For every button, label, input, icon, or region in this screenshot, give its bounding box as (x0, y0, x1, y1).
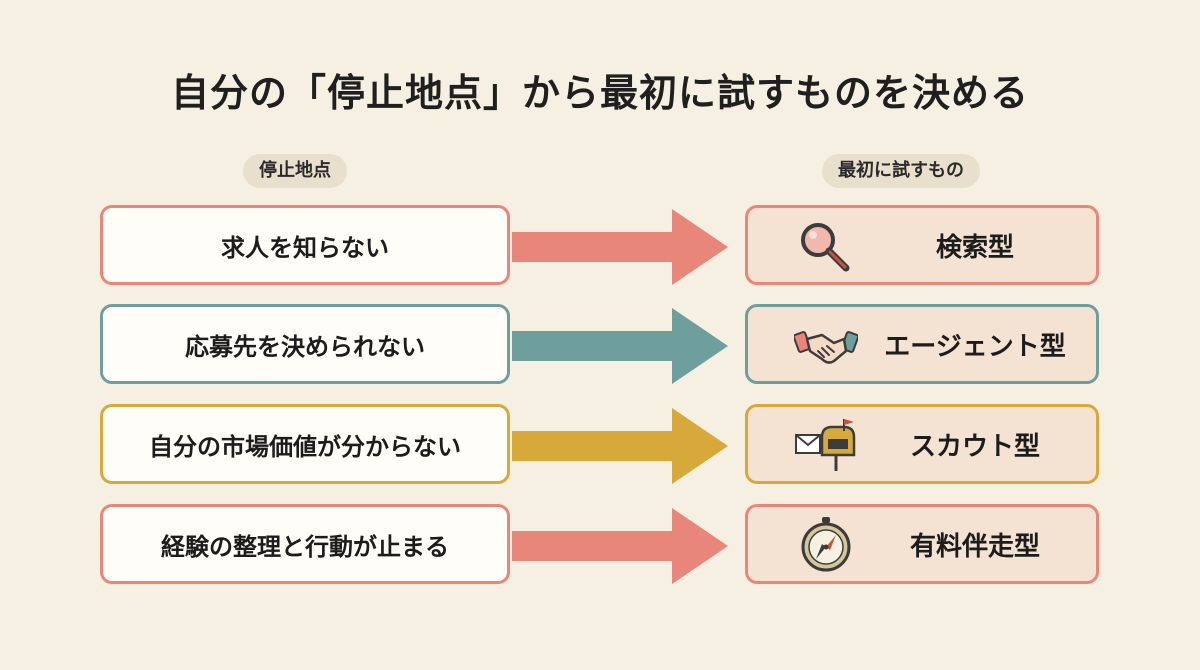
mapping-row: 自分の市場価値が分からない スカウト型 (0, 404, 1200, 488)
page-title: 自分の「停止地点」から最初に試すものを決める (170, 71, 1029, 115)
stop-point-label: 経験の整理と行動が止まる (161, 532, 449, 561)
strategy-type-label: エージェント型 (884, 331, 1066, 362)
strategy-type-label: 有料伴走型 (909, 531, 1040, 562)
strategy-type-box: スカウト型 (745, 404, 1099, 484)
stop-point-box: 経験の整理と行動が止まる (100, 504, 510, 584)
compass-icon (801, 517, 851, 572)
mapping-row: 応募先を決められない エージェント型 (0, 304, 1200, 388)
stop-point-label: 自分の市場価値が分からない (149, 432, 461, 461)
strategy-type-label: スカウト型 (909, 431, 1040, 462)
right-arrow-icon (512, 508, 728, 584)
right-arrow-icon (512, 308, 728, 384)
stop-point-box: 求人を知らない (100, 205, 510, 285)
magnifier-icon (801, 223, 850, 272)
stop-point-label: 応募先を決められない (185, 332, 425, 361)
handshake-icon (794, 331, 858, 364)
mailbox-icon (795, 419, 856, 471)
stop-point-box: 応募先を決められない (100, 304, 510, 384)
stop-point-column-label: 停止地点 (243, 154, 347, 188)
first-try-column-label: 最初に試すもの (822, 154, 980, 188)
strategy-type-label: 検索型 (935, 232, 1014, 263)
strategy-type-box: 検索型 (745, 205, 1099, 285)
strategy-type-box: 有料伴走型 (745, 504, 1099, 584)
right-arrow-icon (512, 209, 728, 285)
stop-point-label: 求人を知らない (221, 233, 389, 262)
right-arrow-icon (512, 408, 728, 484)
mapping-row: 求人を知らない 検索型 (0, 205, 1200, 289)
strategy-type-box: エージェント型 (745, 304, 1099, 384)
mapping-row: 経験の整理と行動が止まる 有料伴走型 (0, 504, 1200, 588)
stop-point-box: 自分の市場価値が分からない (100, 404, 510, 484)
